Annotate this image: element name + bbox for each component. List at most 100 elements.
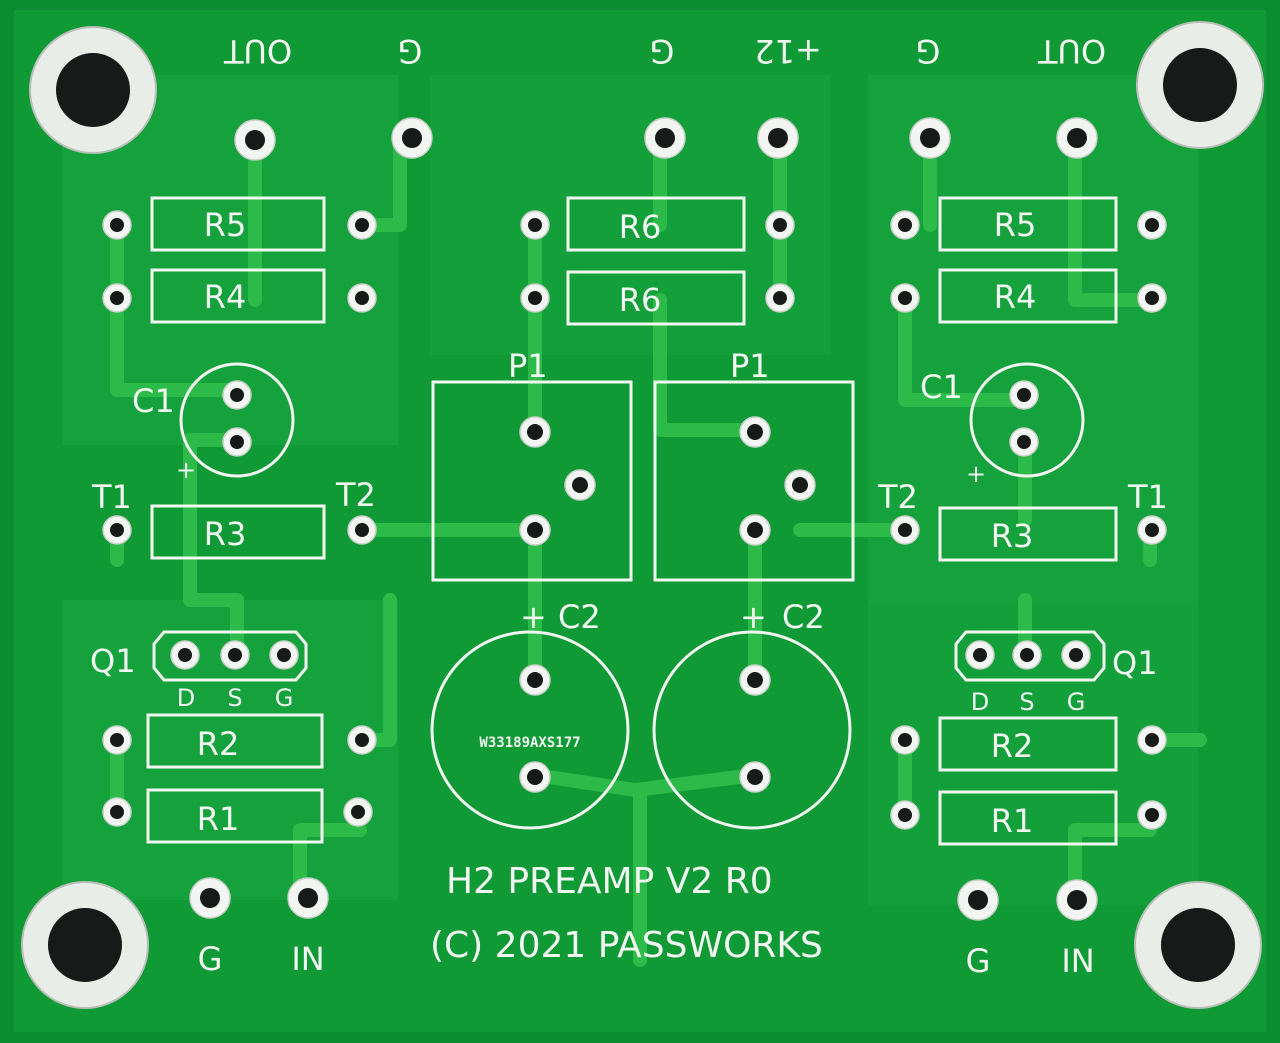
label-c1-plus-left: + [176, 456, 196, 484]
component-labels: R5 R4 R3 R2 R1 R6 R6 R5 R4 R3 R2 R1 C1 C… [90, 206, 1168, 840]
label-r6-bottom: R6 [619, 281, 662, 319]
label-out-right: OUT [1037, 32, 1106, 70]
board-copyright: (C) 2021 PASSWORKS [430, 925, 823, 966]
label-plus12: +12 [754, 32, 822, 70]
pad [222, 427, 252, 457]
label-out-left: OUT [223, 32, 292, 70]
pad [1056, 117, 1098, 159]
pad [965, 640, 995, 670]
mount-hole-bottom-left [21, 881, 149, 1009]
board-title-block: H2 PREAMP V2 R0 (C) 2021 PASSWORKS [430, 861, 823, 966]
label-g-left: G [398, 32, 423, 70]
label-q1-g-left: G [275, 684, 294, 712]
bottom-edge-labels: G IN G IN [198, 940, 1095, 980]
mount-hole-bottom-right [1134, 881, 1262, 1009]
top-edge-labels: OUT G G +12 G OUT [223, 32, 1106, 70]
label-r5-right: R5 [994, 206, 1037, 244]
label-r5-left: R5 [204, 206, 247, 244]
pad [1137, 725, 1167, 755]
pad [519, 416, 551, 448]
pad [519, 664, 551, 696]
label-r4-right: R4 [994, 278, 1037, 316]
label-q1-s-left: S [227, 684, 242, 712]
label-q1-d-right: D [971, 688, 989, 716]
pad [890, 283, 920, 313]
pad [343, 797, 373, 827]
pad [102, 515, 132, 545]
label-in-bottom-right: IN [1061, 942, 1094, 980]
pad [520, 283, 550, 313]
label-q1-right: Q1 [1112, 644, 1158, 682]
label-r1-left: R1 [197, 800, 240, 838]
board-title: H2 PREAMP V2 R0 [446, 861, 773, 902]
pad [102, 797, 132, 827]
pad [520, 210, 550, 240]
pad [1009, 380, 1039, 410]
pad [1012, 640, 1042, 670]
pad [890, 725, 920, 755]
mount-hole-top-right [1136, 21, 1264, 149]
label-t1-left: T1 [91, 478, 132, 516]
pad [564, 469, 596, 501]
label-g-bottom-right: G [966, 942, 991, 980]
pad [1137, 800, 1167, 830]
label-q1-left: Q1 [90, 642, 136, 680]
mount-hole-top-left [29, 26, 157, 154]
label-p1-left: P1 [508, 347, 548, 385]
mounting-holes [21, 21, 1264, 1009]
pad [519, 761, 551, 793]
pad [765, 210, 795, 240]
through-hole-pads [102, 117, 1167, 921]
pad [957, 879, 999, 921]
pad [1009, 427, 1039, 457]
label-c1-right: C1 [920, 368, 963, 406]
label-q1-g-right: G [1067, 688, 1086, 716]
pad [1056, 879, 1098, 921]
label-c1-plus-right: + [966, 460, 986, 488]
label-r1-right: R1 [991, 802, 1034, 840]
label-r2-right: R2 [991, 727, 1034, 765]
pad [287, 877, 329, 919]
label-g-mid: G [650, 32, 675, 70]
label-r3-left: R3 [204, 515, 247, 553]
label-p1-right: P1 [730, 347, 770, 385]
label-q1-d-left: D [177, 684, 195, 712]
pad [170, 640, 200, 670]
pad [347, 515, 377, 545]
pad [189, 877, 231, 919]
label-r4-left: R4 [204, 278, 247, 316]
pad [739, 514, 771, 546]
pad [739, 761, 771, 793]
pad [391, 117, 433, 159]
label-q1-s-right: S [1019, 688, 1034, 716]
resistor-outlines [146, 196, 1118, 846]
pad [347, 725, 377, 755]
pad [102, 283, 132, 313]
pad [890, 210, 920, 240]
label-c2-right: C2 [782, 598, 825, 636]
pad [739, 664, 771, 696]
capacitor-marking: W33189AXS177 [479, 735, 580, 751]
label-t2-right: T2 [877, 478, 918, 516]
label-g-right: G [916, 32, 941, 70]
label-r6-top: R6 [619, 208, 662, 246]
component-outlines [152, 362, 1106, 830]
label-c2-plus-left: + [520, 598, 547, 636]
pad [644, 117, 686, 159]
pad [222, 380, 252, 410]
label-r2-left: R2 [197, 725, 240, 763]
pad [347, 210, 377, 240]
label-c2-plus-right: + [740, 598, 767, 636]
pad [1137, 210, 1167, 240]
pad [890, 515, 920, 545]
pad [519, 514, 551, 546]
pad [765, 283, 795, 313]
pad [784, 469, 816, 501]
label-c2-left: C2 [558, 598, 601, 636]
label-r3-right: R3 [991, 517, 1034, 555]
pad [739, 416, 771, 448]
pad [269, 640, 299, 670]
pad [1137, 283, 1167, 313]
pad [757, 117, 799, 159]
label-t1-right: T1 [1127, 478, 1168, 516]
